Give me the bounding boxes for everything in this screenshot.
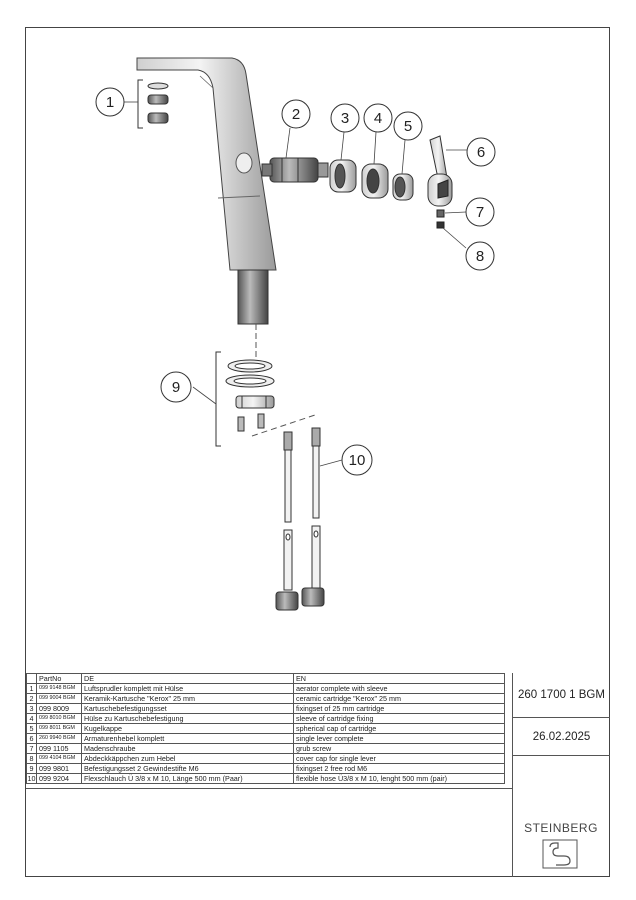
callout-4-label: 4 xyxy=(374,110,382,127)
flexible-hoses xyxy=(275,427,325,611)
faucet-body xyxy=(136,57,277,325)
row-part-no: 099 9148 BGM xyxy=(36,683,82,694)
callout-1: 1 xyxy=(95,87,125,117)
row-index: 4 xyxy=(26,713,37,724)
article-number: 260 1700 1 BGM xyxy=(518,689,605,701)
row-part-no: 099 8009 xyxy=(36,703,82,714)
drawing-date: 26.02.2025 xyxy=(532,730,591,743)
row-description-de: Befestigungsset 2 Gewindestifte M6 xyxy=(81,763,294,774)
callout-5: 5 xyxy=(393,111,423,141)
row-description-de: Armaturenhebel komplett xyxy=(81,733,294,744)
header-partno: PartNo xyxy=(36,673,82,684)
row-description-en: single lever complete xyxy=(293,733,505,744)
row-description-en: spherical cap of cartridge xyxy=(293,723,505,734)
row-part-no: 099 4104 BGM xyxy=(36,753,82,764)
row-index: 2 xyxy=(26,693,37,704)
aerator-parts xyxy=(137,79,169,129)
callout-7-label: 7 xyxy=(476,204,484,221)
brand-name: STEINBERG xyxy=(524,821,598,835)
row-part-no: 260 9940 BGM xyxy=(36,733,82,744)
row-description-en: flexible hose Ü3/8 x M 10, lenght 500 mm… xyxy=(293,773,505,784)
row-part-no: 099 8010 BGM xyxy=(36,713,82,724)
header-en: EN xyxy=(293,673,505,684)
cartridge-sleeve xyxy=(361,163,389,199)
callout-3: 3 xyxy=(330,103,360,133)
row-index: 7 xyxy=(26,743,37,754)
title-block: 260 1700 1 BGM 26.02.2025 STEINBERG xyxy=(512,673,610,877)
spherical-cap xyxy=(392,173,414,201)
callout-2: 2 xyxy=(281,99,311,129)
row-index: 5 xyxy=(26,723,37,734)
callout-9: 9 xyxy=(160,371,192,403)
date-box: 26.02.2025 xyxy=(512,718,610,756)
callout-9-label: 9 xyxy=(172,379,180,396)
callout-8: 8 xyxy=(465,241,495,271)
callout-10: 10 xyxy=(341,444,373,476)
row-part-no: 099 9204 xyxy=(36,773,82,784)
row-description-en: ceramic cartridge "Kerox" 25 mm xyxy=(293,693,505,704)
fixing-set xyxy=(215,324,319,447)
article-number-box: 260 1700 1 BGM xyxy=(512,673,610,718)
grub-screw-and-cap xyxy=(436,209,445,229)
callout-6: 6 xyxy=(466,137,496,167)
row-index: 8 xyxy=(26,753,37,764)
ceramic-cartridge xyxy=(261,157,329,183)
row-index: 1 xyxy=(26,683,37,694)
row-index: 10 xyxy=(26,773,37,784)
row-description-en: fixingset of 25 mm cartridge xyxy=(293,703,505,714)
single-lever xyxy=(427,135,453,207)
row-description-de: Keramik-Kartusche "Kerox" 25 mm xyxy=(81,693,294,704)
row-description-de: Madenschraube xyxy=(81,743,294,754)
row-description-en: grub screw xyxy=(293,743,505,754)
table-header-row: PartNo DE EN xyxy=(26,673,505,684)
row-index: 6 xyxy=(26,733,37,744)
row-part-no: 099 1105 xyxy=(36,743,82,754)
callout-10-label: 10 xyxy=(349,452,366,469)
row-part-no: 099 8011 BGM xyxy=(36,723,82,734)
header-index xyxy=(26,673,37,684)
row-part-no: 099 9004 BGM xyxy=(36,693,82,704)
row-description-de: Hülse zu Kartuschebefestigung xyxy=(81,713,294,724)
callout-2-label: 2 xyxy=(292,106,300,123)
row-description-en: aerator complete with sleeve xyxy=(293,683,505,694)
header-de: DE xyxy=(81,673,294,684)
exploded-view-drawing: 1 2 3 4 5 6 7 8 9 10 xyxy=(95,57,496,611)
row-description-de: Kugelkappe xyxy=(81,723,294,734)
row-index: 9 xyxy=(26,763,37,774)
row-description-en: cover cap for single lever xyxy=(293,753,505,764)
drawing-sheet-border xyxy=(25,27,610,877)
row-description-de: Abdeckkäppchen zum Hebel xyxy=(81,753,294,764)
callout-1-label: 1 xyxy=(106,94,114,111)
row-description-de: Luftsprudler komplett mit Hülse xyxy=(81,683,294,694)
row-description-en: sleeve of cartridge fixing xyxy=(293,713,505,724)
callout-3-label: 3 xyxy=(341,110,349,127)
callout-4: 4 xyxy=(363,103,393,133)
row-description-de: Kartuschebefestigungsset xyxy=(81,703,294,714)
callout-7: 7 xyxy=(465,197,495,227)
leader-lines xyxy=(124,101,467,467)
callout-6-label: 6 xyxy=(477,144,485,161)
steinberg-logo-icon xyxy=(542,839,578,869)
row-description-en: fixingset 2 free rod M6 xyxy=(293,763,505,774)
callout-5-label: 5 xyxy=(404,118,412,135)
cartridge-fixingset xyxy=(329,159,357,193)
row-index: 3 xyxy=(26,703,37,714)
row-part-no: 099 9801 xyxy=(36,763,82,774)
row-description-de: Flexschlauch Ü 3/8 x M 10, Länge 500 mm … xyxy=(81,773,294,784)
table-bottom-rule xyxy=(26,788,512,789)
callout-8-label: 8 xyxy=(476,248,484,265)
brand-box xyxy=(512,756,610,877)
